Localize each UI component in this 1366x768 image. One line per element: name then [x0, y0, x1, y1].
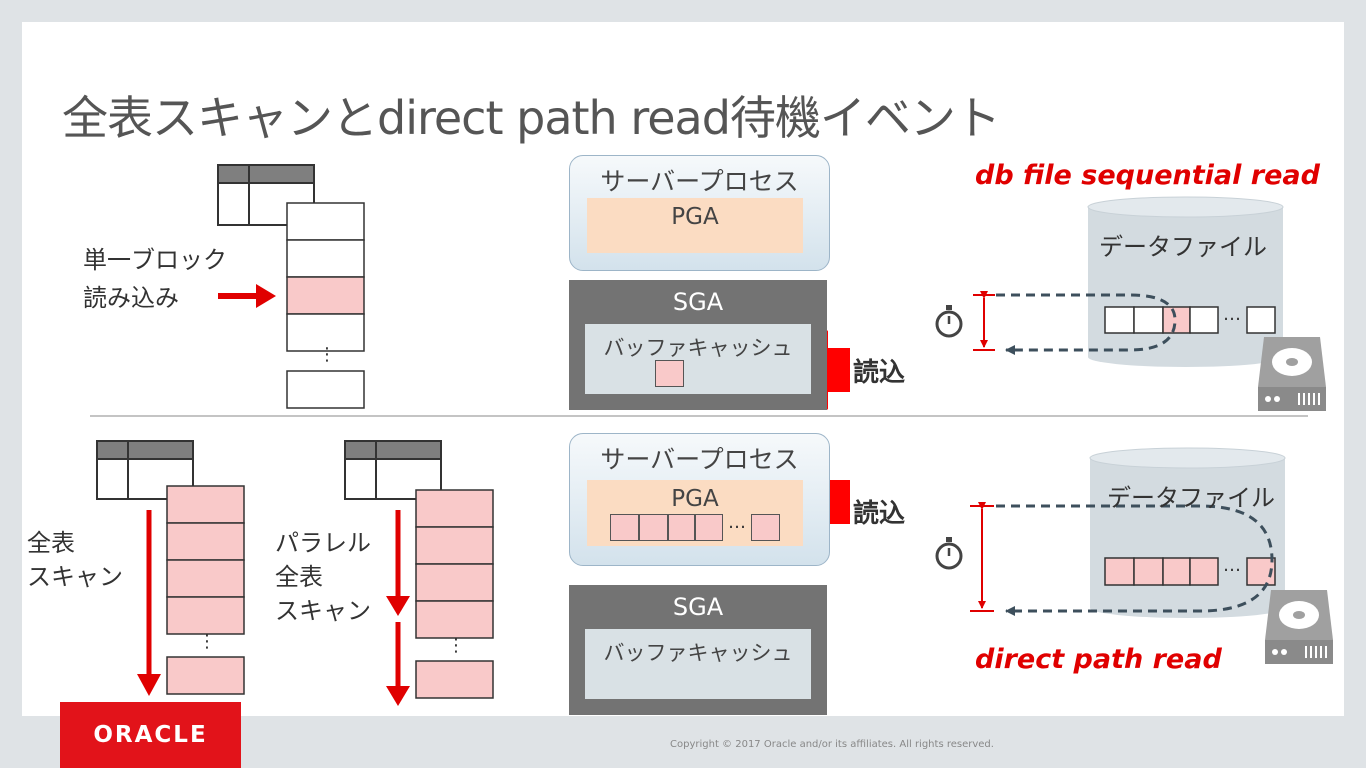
full-scan-arrow [137, 510, 161, 696]
vertical-ellipsis: ⋮ [318, 344, 336, 365]
full-scan-label-line2: スキャン [27, 563, 123, 591]
disk-drive-icon [1265, 590, 1333, 664]
server-process-box-top: サーバープロセス PGA [569, 155, 830, 271]
buffer-cache-label: バッファキャッシュ [603, 336, 793, 360]
block-column-full-scan [166, 485, 245, 695]
parallel-scan-arrow-2 [386, 622, 410, 706]
block-column-parallel-scan [415, 489, 494, 699]
sga-label: SGA [672, 288, 724, 316]
server-process-label: サーバープロセス [600, 167, 799, 196]
pga-ellipsis: … [728, 512, 746, 533]
block-column-top [286, 202, 365, 409]
datafile-cylinder-bottom [1089, 447, 1286, 618]
single-block-arrow [218, 284, 276, 308]
datafile-blocks-top [1104, 306, 1276, 334]
stopwatch-icon [935, 537, 963, 570]
table-icon-full-scan [96, 440, 194, 500]
single-block-label-line1: 単一ブロック [83, 246, 227, 274]
pga-label: PGA [671, 204, 719, 230]
read-path-bottom [996, 504, 1274, 616]
datafile-ellipsis-top: … [1223, 304, 1241, 325]
timing-bracket-bottom [970, 502, 994, 612]
buffer-cache-bottom: バッファキャッシュ [585, 629, 811, 699]
sga-box-bottom: SGA バッファキャッシュ [569, 585, 827, 715]
vertical-ellipsis: ⋮ [447, 635, 465, 656]
pga-block [695, 514, 723, 541]
wait-event-label-bottom: direct path read [975, 644, 1222, 675]
stopwatch-icon [935, 305, 963, 338]
timing-bracket-top [973, 291, 995, 351]
parallel-scan-label-line2: 全表 [275, 563, 323, 591]
full-scan-label-line1: 全表 [27, 529, 75, 557]
pga-block [751, 514, 780, 541]
copyright-notice: Copyright © 2017 Oracle and/or its affil… [670, 739, 994, 750]
pga-area-bottom: PGA … [587, 480, 803, 546]
server-process-box-bottom: サーバープロセス PGA … [569, 433, 830, 566]
pga-block [668, 514, 695, 541]
single-block-label-line2: 読み込み [83, 284, 179, 312]
datafile-label-bottom: データファイル [1107, 484, 1275, 512]
datafile-blocks-bottom [1104, 557, 1276, 586]
sga-box-top: SGA バッファキャッシュ [569, 280, 827, 410]
buffer-cache-top: バッファキャッシュ [585, 324, 811, 394]
wait-event-label-top: db file sequential read [975, 160, 1320, 191]
server-process-label: サーバープロセス [600, 445, 799, 474]
sga-label: SGA [672, 593, 724, 621]
parallel-scan-arrow-1 [386, 510, 410, 616]
pga-block [639, 514, 668, 541]
datafile-cylinder-top [1087, 196, 1284, 367]
read-label-bottom: 読込 [853, 499, 906, 529]
datafile-ellipsis-bottom: … [1223, 555, 1241, 576]
page-title: 全表スキャンとdirect path read待機イベント [62, 91, 1001, 145]
buffer-cache-label: バッファキャッシュ [603, 641, 793, 665]
datafile-label-top: データファイル [1099, 233, 1267, 261]
read-label-top: 読込 [853, 358, 906, 388]
parallel-scan-label-line1: パラレル [275, 529, 371, 557]
pga-area-top: PGA [587, 198, 803, 253]
vertical-ellipsis: ⋮ [198, 631, 216, 652]
disk-drive-icon [1258, 337, 1326, 411]
pga-block [610, 514, 639, 541]
oracle-logo-text: ORACLE [93, 722, 208, 748]
oracle-logo: ORACLE [60, 702, 241, 768]
read-path-top [996, 293, 1177, 355]
pga-label: PGA [671, 486, 719, 512]
cached-block [655, 360, 684, 387]
parallel-scan-label-line3: スキャン [275, 597, 371, 625]
